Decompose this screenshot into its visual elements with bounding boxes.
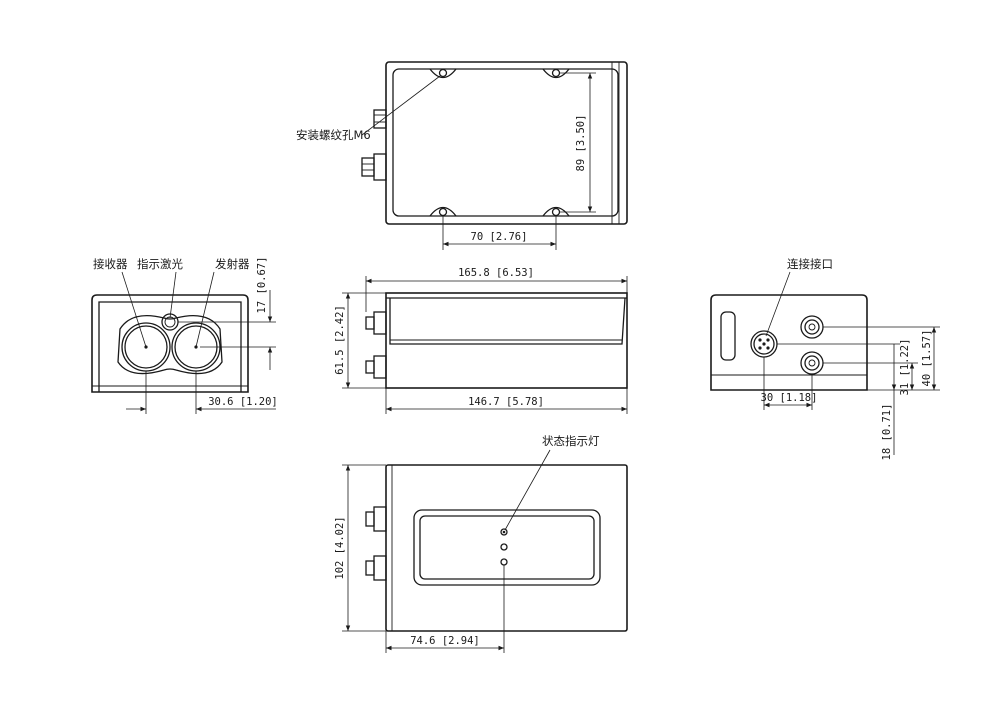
rear-view: 连接接口 30 [1.18] 40 [1.57] 31 [1.22] 18 [0… [710, 257, 940, 461]
indicator-laser-label: 指示激光 [137, 257, 183, 271]
bottom-view-outline [385, 464, 628, 632]
front-view-outline [91, 294, 249, 393]
dim-rear-spacing: 30 [1.18] [761, 392, 818, 404]
connector-icon [361, 157, 375, 177]
dim-front-height: 17 [0.67] [256, 257, 268, 314]
emitter-label: 发射器 [215, 257, 250, 271]
dim-top-width: 70 [2.76] [471, 231, 528, 243]
status-light-label: 状态指示灯 [542, 434, 600, 448]
dim-rear-h3: 18 [0.71] [881, 404, 893, 461]
dim-side-height: 61.5 [2.42] [334, 305, 346, 375]
top-view: 安装螺纹孔M6 89 [3.50] 70 [2.76] [296, 61, 628, 250]
side-view-outline [385, 292, 628, 389]
dim-rear-h1: 31 [1.22] [899, 339, 911, 396]
mount-hole-icon [551, 68, 561, 78]
side-view: 165.8 [6.53] 61.5 [2.42] 146.7 [5.78] [334, 267, 628, 414]
status-light-icon [500, 543, 508, 551]
port-icon [800, 315, 824, 339]
bottom-window-outer [413, 509, 601, 586]
connector-icon [373, 355, 387, 379]
mount-hole-label: 安装螺纹孔M6 [296, 128, 371, 142]
dim-side-total: 165.8 [6.53] [458, 267, 534, 279]
dim-bottom-width: 74.6 [2.94] [410, 635, 480, 647]
connector-icon [373, 311, 387, 335]
dim-rear-h2: 40 [1.57] [921, 330, 933, 387]
connector-label: 连接接口 [787, 257, 833, 271]
mount-hole-icon [438, 207, 448, 217]
dim-side-body: 146.7 [5.78] [468, 396, 544, 408]
mount-hole-icon [438, 68, 448, 78]
status-light-icon [500, 528, 508, 536]
dim-front-width: 30.6 [1.20] [208, 396, 278, 408]
dim-bottom-height: 102 [4.02] [334, 516, 346, 579]
receiver-label: 接收器 [93, 257, 128, 271]
bottom-window-inner [419, 515, 595, 580]
front-view: 接收器 指示激光 发射器 17 [0.67] 30.6 [1.20] [91, 257, 278, 414]
bottom-view: 状态指示灯 102 [4.02] 74.6 [2.94] [334, 434, 628, 653]
rear-slot [720, 311, 736, 361]
top-view-inner-frame [392, 68, 619, 217]
status-light-icon [500, 558, 508, 566]
connector-icon [373, 506, 387, 532]
port-icon [800, 351, 824, 375]
rear-view-outline [710, 294, 868, 391]
dim-top-height: 89 [3.50] [575, 115, 587, 172]
connector-icon [373, 109, 387, 129]
mount-hole-icon [551, 207, 561, 217]
connector-icon [373, 555, 387, 581]
top-view-outline [385, 61, 628, 225]
